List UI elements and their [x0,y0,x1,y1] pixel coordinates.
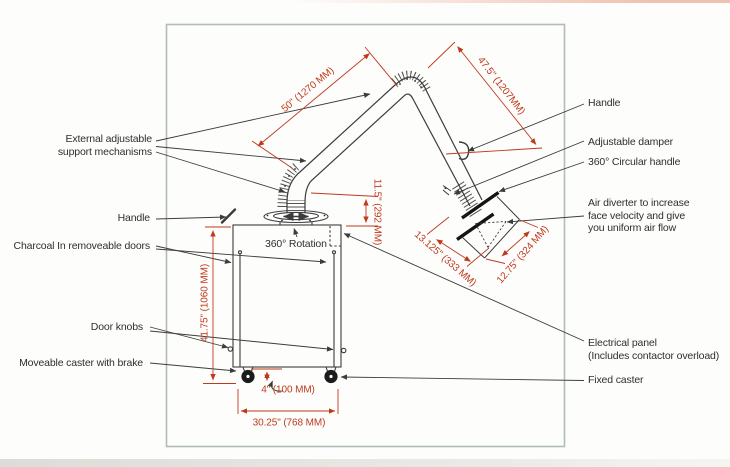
leader-rotation [293,228,299,238]
dim-text-cabinet-width: 30.25" (768 MM) [252,417,326,429]
dim-41-75in [203,226,236,384]
dim-12-75in [485,219,539,264]
dim-4in [251,368,282,381]
label-circular-handle: 360° Circular handle [588,156,681,168]
leader-support-mid [155,146,307,164]
caster-right-fixed [324,366,338,384]
leader-support-upper [155,92,371,142]
leader-moveable-caster [149,362,237,374]
label-air-diverter-line2: face velocity and give [588,209,686,222]
dim-13-125in [426,216,490,267]
cabinet-handle [220,208,237,224]
leader-lines [149,92,585,392]
leader-knob-left [149,326,229,349]
hood [461,196,520,259]
label-moveable-caster: Moveable caster with brake [19,357,143,369]
damper-lever [442,185,452,196]
leader-support-lower [155,151,286,193]
leader-door-left [155,245,232,264]
circular-handle-ring-front [461,191,500,220]
dim-30-25in [237,389,339,414]
electrical-panel-outline [329,226,341,247]
extraction-arm [277,70,520,259]
drawing-border [165,23,566,448]
label-rotation: 360° Rotation [265,238,327,250]
dimension-lines [203,41,543,414]
label-external-support: External adjustable support mechanisms [58,133,152,158]
label-electrical-panel-line2: (Includes contactor overload) [588,349,720,362]
dim-47-5in [427,41,543,155]
dim-text-cabinet-height: 41.75" (1060 MM) [199,263,211,343]
dim-11-5in [310,192,379,227]
label-charcoal-doors: Charcoal In removeable doors [13,240,151,252]
leader-circular-handle [498,161,585,193]
leader-handle-right [467,103,585,152]
leader-knob-right [149,330,334,352]
photo-edge-top [0,0,730,3]
door-edges [239,254,335,367]
leader-air-diverter [506,215,585,225]
label-electrical-panel-line1: Electrical panel [588,337,657,349]
leader-damper [453,140,585,195]
label-air-diverter: Air diverter to increase face velocity a… [588,197,690,235]
caster-left-brake [241,366,255,384]
label-door-knobs: Door knobs [90,321,143,333]
label-external-support-line1: External adjustable [65,133,153,145]
dim-text-caster-diameter: 4" (100 MM) [261,384,315,396]
photo-edge-bottom [0,459,730,467]
label-electrical-panel: Electrical panel (Includes contactor ove… [588,337,719,362]
label-external-support-line2: support mechanisms [57,145,152,158]
label-adjustable-damper: Adjustable damper [588,136,674,148]
label-handle-right: Handle [588,97,621,109]
door-hinge-right [331,250,337,255]
leader-caster-size [267,380,284,392]
air-diverter-cone [475,221,507,248]
cabinet-body [232,224,342,368]
arm-inner-edge [304,93,471,213]
leader-door-right [155,248,327,265]
leader-handle-left [155,214,227,220]
door-hinge-left [237,250,243,255]
label-air-diverter-line1: Air diverter to increase [588,197,690,209]
lower-elbow-ribs [277,161,301,208]
door-knob-left [227,346,234,352]
cabinet [220,208,347,384]
dim-text-riser-height: 11.5" (292 MM) [371,178,383,246]
label-air-diverter-line3: you uniform air flow [588,222,677,234]
support-plate-dots [284,78,422,187]
rotation-flange [263,209,329,225]
leader-fixed-caster [340,374,585,381]
door-knob-right [340,347,347,354]
label-fixed-caster: Fixed caster [588,374,644,386]
leader-electrical-panel [343,233,585,342]
dim-50in [251,46,399,169]
label-handle-left: Handle [117,212,151,224]
circular-handle-ring-back [456,212,495,241]
